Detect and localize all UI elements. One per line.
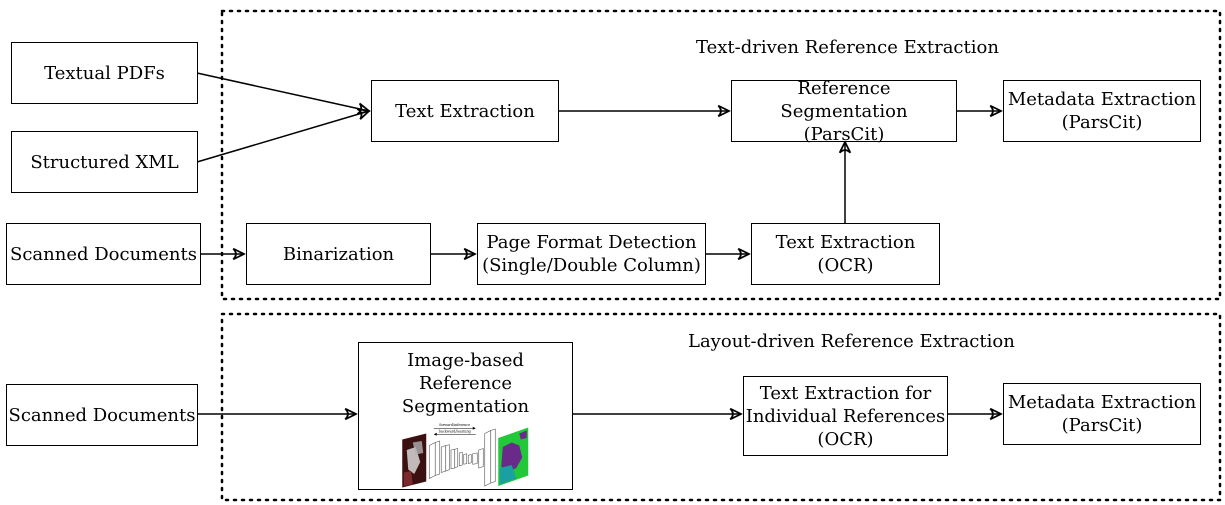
metadata-extraction-bottom-line2: (ParsCit) — [1061, 415, 1143, 436]
text-driven-region-title: Text-driven Reference Extraction — [696, 37, 999, 58]
edge-structured-xml-to-text-extraction — [196, 111, 369, 163]
page-format-detection-node: Page Format Detection (Single/Double Col… — [477, 223, 706, 285]
binarization-node: Binarization — [246, 223, 431, 285]
page-format-detection-line2: (Single/Double Column) — [482, 255, 701, 276]
textual-pdfs-node: Textual PDFs — [11, 42, 198, 104]
text-driven-region — [220, 9, 1222, 301]
text-extraction-label: Text Extraction — [395, 100, 535, 122]
indiv-ocr-line3: (OCR) — [817, 428, 874, 450]
reference-segmentation-node: Reference Segmentation (ParsCit) — [731, 77, 957, 145]
reference-segmentation-line1: Reference Segmentation — [780, 77, 908, 122]
page-format-detection-line1: Page Format Detection — [486, 232, 697, 253]
ocr-text-extraction-line1: Text Extraction — [775, 232, 916, 253]
edge-textual-pdfs-to-text-extraction — [196, 72, 369, 111]
metadata-extraction-bottom-line1: Metadata Extraction — [1007, 392, 1197, 413]
image-based-reference-segmentation-node: Image-based Reference Segmentation — [358, 342, 573, 490]
metadata-extraction-top-line2: (ParsCit) — [1061, 112, 1143, 133]
scanned-documents-bottom-node: Scanned Documents — [6, 384, 198, 446]
cnn-direction-arrows: forward/inference backward/learning — [433, 423, 476, 436]
metadata-extraction-top-line1: Metadata Extraction — [1007, 89, 1197, 110]
cnn-architecture-illustration: forward/inference backward/learning — [401, 423, 528, 488]
metadata-extraction-top-node: Metadata Extraction (ParsCit) — [1003, 80, 1201, 142]
structured-xml-node: Structured XML — [11, 131, 198, 193]
backward-learning-label: backward/learning — [438, 429, 471, 433]
segmentation-output — [497, 427, 528, 486]
ocr-text-extraction-line2: (OCR) — [817, 255, 874, 276]
input-image — [401, 433, 426, 488]
indiv-ocr-line1: Text Extraction for — [759, 382, 932, 404]
scanned-documents-bottom-label: Scanned Documents — [8, 404, 196, 426]
indiv-ocr-line2: Individual References — [745, 405, 946, 427]
scanned-documents-top-node: Scanned Documents — [6, 223, 201, 285]
structured-xml-label: Structured XML — [30, 151, 179, 173]
text-extraction-individual-references-node: Text Extraction for Individual Reference… — [743, 376, 948, 456]
textual-pdfs-label: Textual PDFs — [44, 62, 165, 84]
layout-driven-region-title: Layout-driven Reference Extraction — [688, 331, 1015, 352]
text-extraction-node: Text Extraction — [371, 80, 559, 142]
image-ref-seg-line2: Segmentation — [401, 396, 530, 417]
forward-inference-label: forward/inference — [439, 423, 470, 427]
layout-driven-region — [220, 312, 1222, 502]
metadata-extraction-bottom-node: Metadata Extraction (ParsCit) — [1003, 383, 1201, 445]
scanned-documents-top-label: Scanned Documents — [10, 243, 197, 265]
conv-layers — [428, 428, 496, 487]
ocr-text-extraction-node: Text Extraction (OCR) — [751, 223, 940, 285]
binarization-label: Binarization — [282, 243, 395, 265]
reference-segmentation-line2: (ParsCit) — [803, 123, 885, 145]
image-ref-seg-line1: Image-based Reference — [407, 350, 524, 394]
